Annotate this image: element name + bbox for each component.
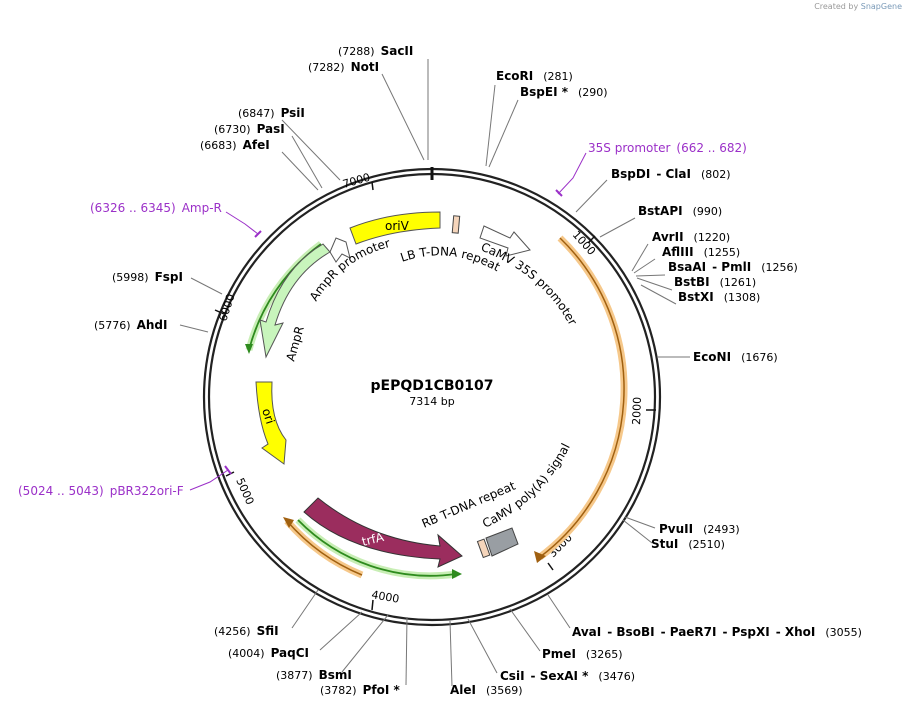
enzyme-label-fspi: (5998)FspI xyxy=(112,270,183,284)
enzyme-label-ahdi: (5776)AhdI xyxy=(94,318,167,332)
enzyme-label-sfii: (4256)SfiI xyxy=(214,624,279,638)
ori-feature xyxy=(255,381,287,465)
enzyme-label-alei: AleI(3569) xyxy=(450,683,523,697)
primer-lines xyxy=(189,152,587,491)
tick-label-2000: 2000 xyxy=(630,397,644,425)
enzyme-label-pmei: PmeI(3265) xyxy=(542,647,622,661)
enzyme-label-avai: AvaI- BsoBI- PaeR7I- PspXI- XhoI(3055) xyxy=(572,625,862,639)
enzyme-label-saci: (7288)SacII xyxy=(338,44,413,58)
primer-label-p35s: 35S promoter(662 .. 682) xyxy=(588,141,747,155)
enzyme-label-ecori: EcoRI(281) xyxy=(496,69,573,83)
tick-mark-3000 xyxy=(547,562,554,571)
camv35s-label: CaMV 35S promoter xyxy=(479,240,580,328)
rb-label: RB T-DNA repeat xyxy=(420,479,518,531)
enzyme-label-avrii: AvrII(1220) xyxy=(652,230,730,244)
oriV-label: oriV xyxy=(385,219,410,233)
enzyme-label-bstbi: BstBI(1261) xyxy=(674,275,756,289)
enzyme-label-bspei: BspEI *(290) xyxy=(520,85,608,99)
enzyme-label-afliii: AflIII(1255) xyxy=(662,245,740,259)
tick-label-6000: 6000 xyxy=(216,292,237,323)
lb-repeat-marker xyxy=(451,215,461,234)
camv35s-arrow xyxy=(479,225,531,257)
plasmid-name: pEPQD1CB0107 xyxy=(370,378,493,394)
enzyme-label-bsmi: (3877)BsmI xyxy=(276,668,352,682)
enzyme-label-afei: (6683)AfeI xyxy=(200,138,270,152)
tick-mark-1000 xyxy=(587,235,596,244)
rb-repeat-marker xyxy=(476,538,491,559)
enzyme-label-stui: StuI(2510) xyxy=(651,537,725,551)
enzyme-label-pfoi: (3782)PfoI * xyxy=(320,683,400,697)
tick-label-5000: 5000 xyxy=(233,476,256,507)
enzyme-label-paqci: (4004)PaqCI xyxy=(228,646,309,660)
ampr-feature xyxy=(259,243,331,359)
enzyme-label-pasi: (6730)PasI xyxy=(214,122,285,136)
oriV-feature xyxy=(349,211,441,245)
primer-label-pampr: (6326 .. 6345)Amp-R xyxy=(90,201,222,215)
tick-mark-6000 xyxy=(214,309,225,315)
snapgene-logo: SnapGene xyxy=(860,2,902,11)
trfa-feature xyxy=(303,497,463,568)
plasmid-length: 7314 bp xyxy=(409,395,454,408)
snapgene-watermark: Created by SnapGene xyxy=(814,2,902,11)
enzyme-label-pvuii: PvuII(2493) xyxy=(659,522,740,536)
ori-label: ori xyxy=(259,407,277,426)
enzyme-label-bstxi: BstXI(1308) xyxy=(678,290,760,304)
tick-mark-7000 xyxy=(371,181,374,191)
labels-layer: (7288)SacII (7282)NotI EcoRI(281) BspEI *(2… xyxy=(18,44,862,697)
enzyme-label-psii: (6847)PsiI xyxy=(238,106,305,120)
ampr-label: AmpR xyxy=(283,324,306,362)
tick-label-4000: 4000 xyxy=(370,588,400,606)
leader-lines xyxy=(179,59,690,687)
enzyme-label-econi: EcoNI(1676) xyxy=(693,350,778,364)
ampr-promoter-arrow xyxy=(329,237,351,263)
enzyme-label-noti: (7282)NotI xyxy=(308,60,379,74)
primer-label-pbr: (5024 .. 5043)pBR322ori-F xyxy=(18,484,184,498)
enzyme-label-csii: CsiI- SexAI *(3476) xyxy=(500,669,635,683)
polya-marker xyxy=(485,527,519,557)
enzyme-label-bspdi: BspDI- ClaI(802) xyxy=(611,167,731,181)
enzyme-label-bsaai: BsaAI- PmlI(1256) xyxy=(668,260,798,274)
trfa-label: trfA xyxy=(360,530,386,549)
tick-mark-4000 xyxy=(371,599,374,611)
enzyme-label-bstapi: BstAPI(990) xyxy=(638,204,722,218)
